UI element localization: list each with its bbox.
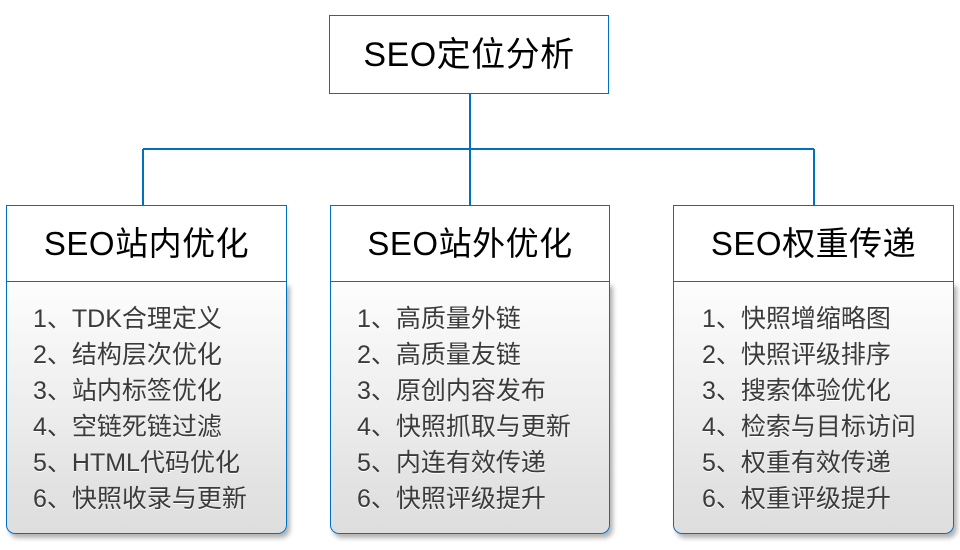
- list-item: 4、空链死链过滤: [33, 413, 222, 441]
- branch-header-weight-transfer[interactable]: SEO权重传递: [673, 205, 954, 282]
- list-item: 4、快照抓取与更新: [357, 413, 571, 441]
- branch-header-off-site[interactable]: SEO站外优化: [330, 205, 610, 282]
- list-item: 2、快照评级排序: [702, 341, 891, 369]
- item-list-on-site: 1、TDK合理定义 2、结构层次优化 3、站内标签优化 4、空链死链过滤 5、H…: [7, 301, 286, 517]
- list-item: 2、高质量友链: [357, 341, 521, 369]
- branch-body-weight-transfer: 1、快照增缩略图 2、快照评级排序 3、搜索体验优化 4、检索与目标访问 5、权…: [673, 282, 954, 534]
- list-item: 2、结构层次优化: [33, 341, 222, 369]
- item-list-off-site: 1、高质量外链 2、高质量友链 3、原创内容发布 4、快照抓取与更新 5、内连有…: [331, 301, 609, 517]
- root-node-title: SEO定位分析: [363, 35, 575, 74]
- list-item: 3、搜索体验优化: [702, 377, 891, 405]
- list-item: 3、原创内容发布: [357, 377, 546, 405]
- list-item: 1、高质量外链: [357, 305, 521, 333]
- list-item: 5、内连有效传递: [357, 449, 546, 477]
- branch-on-site: SEO站内优化 1、TDK合理定义 2、结构层次优化 3、站内标签优化 4、空链…: [6, 205, 287, 534]
- branch-title-off-site: SEO站外优化: [367, 225, 573, 262]
- branch-off-site: SEO站外优化 1、高质量外链 2、高质量友链 3、原创内容发布 4、快照抓取与…: [330, 205, 610, 534]
- item-list-weight-transfer: 1、快照增缩略图 2、快照评级排序 3、搜索体验优化 4、检索与目标访问 5、权…: [674, 301, 953, 517]
- list-item: 1、TDK合理定义: [33, 305, 222, 333]
- list-item: 6、权重评级提升: [702, 485, 891, 513]
- branch-title-on-site: SEO站内优化: [43, 225, 250, 262]
- list-item: 6、快照评级提升: [357, 485, 546, 513]
- list-item: 1、快照增缩略图: [702, 305, 891, 333]
- branch-header-on-site[interactable]: SEO站内优化: [6, 205, 287, 282]
- list-item: 5、权重有效传递: [702, 449, 891, 477]
- list-item: 4、检索与目标访问: [702, 413, 916, 441]
- root-node[interactable]: SEO定位分析: [329, 15, 609, 94]
- branch-body-off-site: 1、高质量外链 2、高质量友链 3、原创内容发布 4、快照抓取与更新 5、内连有…: [330, 282, 610, 534]
- branch-body-on-site: 1、TDK合理定义 2、结构层次优化 3、站内标签优化 4、空链死链过滤 5、H…: [6, 282, 287, 534]
- branch-title-weight-transfer: SEO权重传递: [710, 225, 917, 262]
- branch-weight-transfer: SEO权重传递 1、快照增缩略图 2、快照评级排序 3、搜索体验优化 4、检索与…: [673, 205, 954, 534]
- list-item: 5、HTML代码优化: [33, 449, 240, 477]
- list-item: 3、站内标签优化: [33, 377, 222, 405]
- list-item: 6、快照收录与更新: [33, 485, 247, 513]
